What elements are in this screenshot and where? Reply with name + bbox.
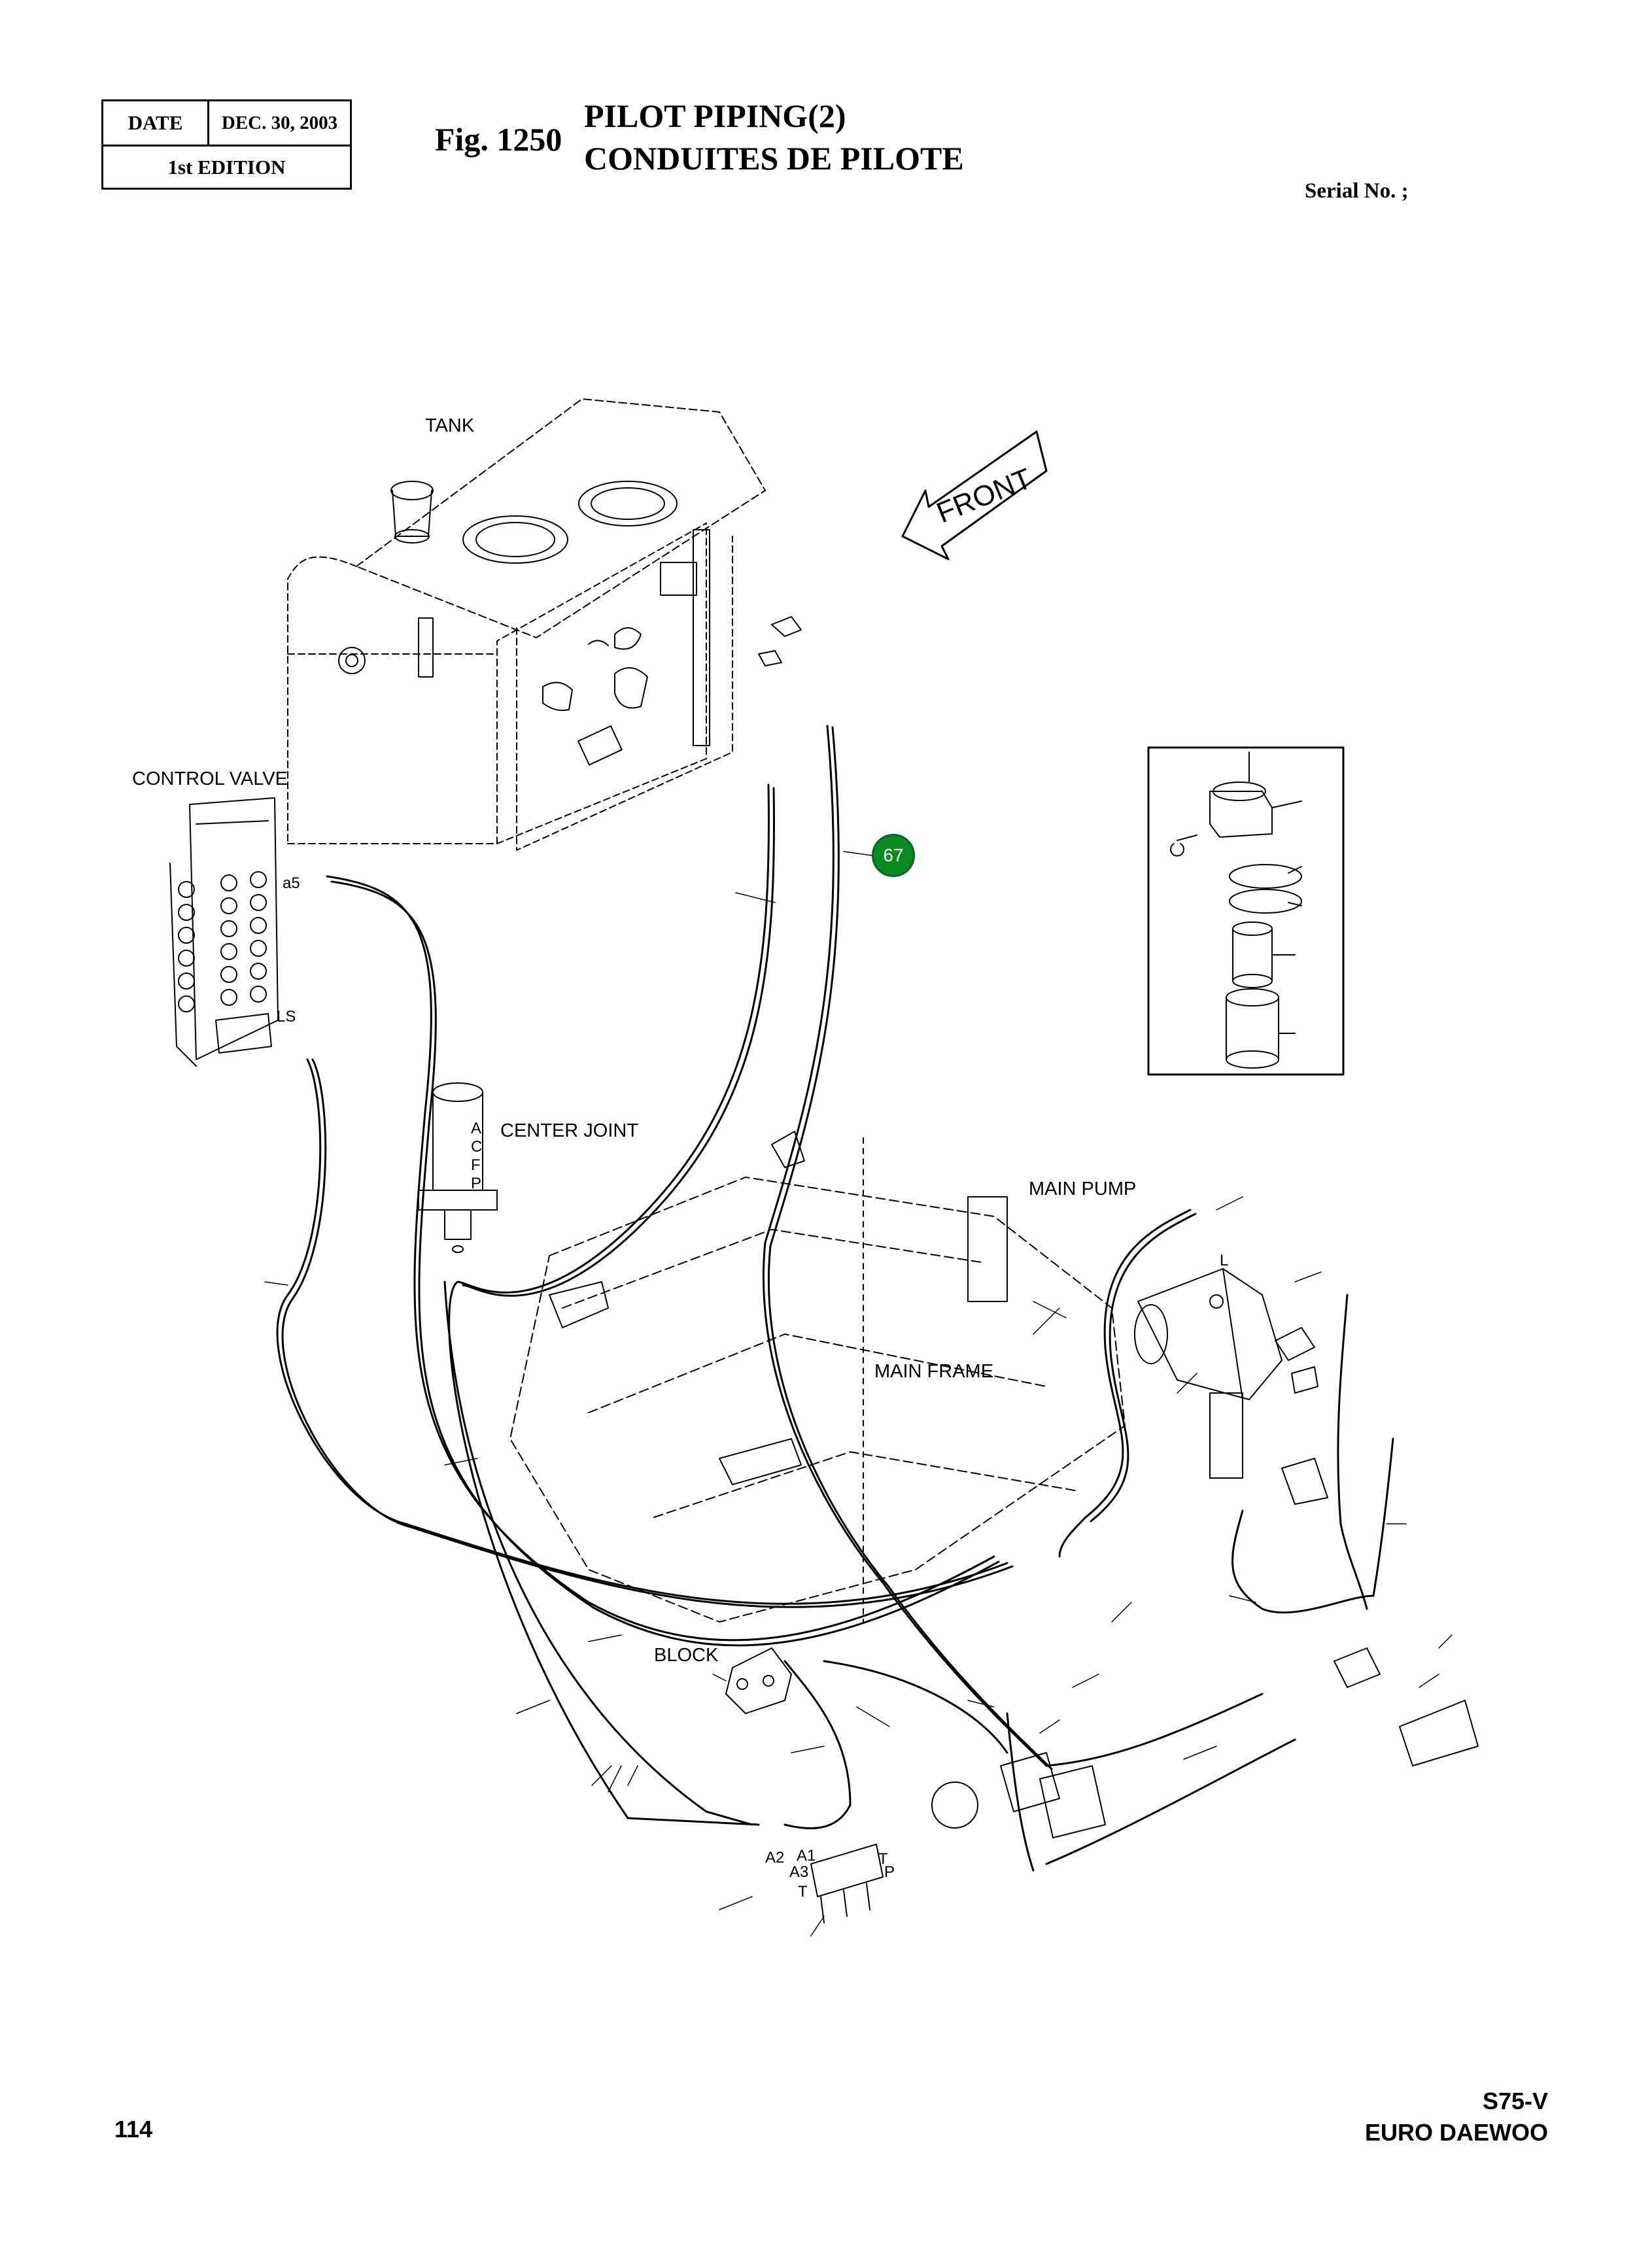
header-box: DATE DEC. 30, 2003 1st EDITION: [101, 99, 352, 190]
port-a5: a5: [283, 874, 300, 892]
main-frame-drawing: [509, 1137, 1126, 1623]
label-control-valve: CONTROL VALVE: [132, 768, 288, 789]
cj-port-p: P: [471, 1175, 481, 1192]
leader-lines: [264, 851, 1453, 1937]
pilot-hoses: [276, 725, 1394, 1872]
pilot-valve-drawing: [810, 1844, 884, 1923]
label-main-frame: MAIN FRAME: [874, 1361, 993, 1382]
callout-67: 67: [872, 834, 915, 877]
main-pump-drawing: [1134, 1268, 1315, 1400]
edition-label: 1st EDITION: [167, 155, 286, 179]
cj-port-a: A: [471, 1120, 481, 1137]
cj-port-f: F: [471, 1156, 481, 1174]
date-label: DATE: [103, 101, 209, 145]
title-english: PILOT PIPING(2): [584, 97, 846, 134]
control-valve-drawing: [169, 797, 279, 1067]
label-front: FRONT: [932, 462, 1036, 529]
label-center-joint: CENTER JOINT: [500, 1120, 638, 1141]
port-t2: T: [878, 1850, 888, 1868]
block-drawing: [725, 1647, 792, 1714]
header-row-date: DATE DEC. 30, 2003: [103, 101, 350, 146]
port-a2: A2: [765, 1849, 784, 1867]
filter-inset: [1147, 746, 1345, 1076]
port-ls: LS: [277, 1008, 296, 1025]
brand-name: EURO DAEWOO: [1364, 2119, 1548, 2146]
date-value: DEC. 30, 2003: [221, 112, 338, 133]
port-a1: A1: [797, 1847, 816, 1865]
port-l: L: [1220, 1252, 1228, 1269]
page-number: 114: [114, 2116, 153, 2143]
label-block: BLOCK: [654, 1645, 719, 1666]
label-tank: TANK: [425, 415, 475, 436]
port-t: T: [798, 1883, 808, 1901]
title-french: CONDUITES DE PILOTE: [584, 140, 964, 177]
accumulator-drawing: [931, 1366, 1479, 1838]
tank-drawing: [287, 398, 802, 851]
serial-number: Serial No. ;: [1305, 179, 1409, 203]
model-name: S75-V: [1482, 2088, 1548, 2114]
port-p: P: [884, 1863, 895, 1881]
port-a3: A3: [789, 1863, 808, 1881]
main-frame-parts: [549, 1131, 1243, 1485]
label-main-pump: MAIN PUMP: [1029, 1179, 1136, 1199]
cj-port-c: C: [471, 1138, 482, 1156]
front-arrow: FRONT: [901, 430, 1048, 560]
figure-number: Fig. 1250: [435, 121, 562, 158]
